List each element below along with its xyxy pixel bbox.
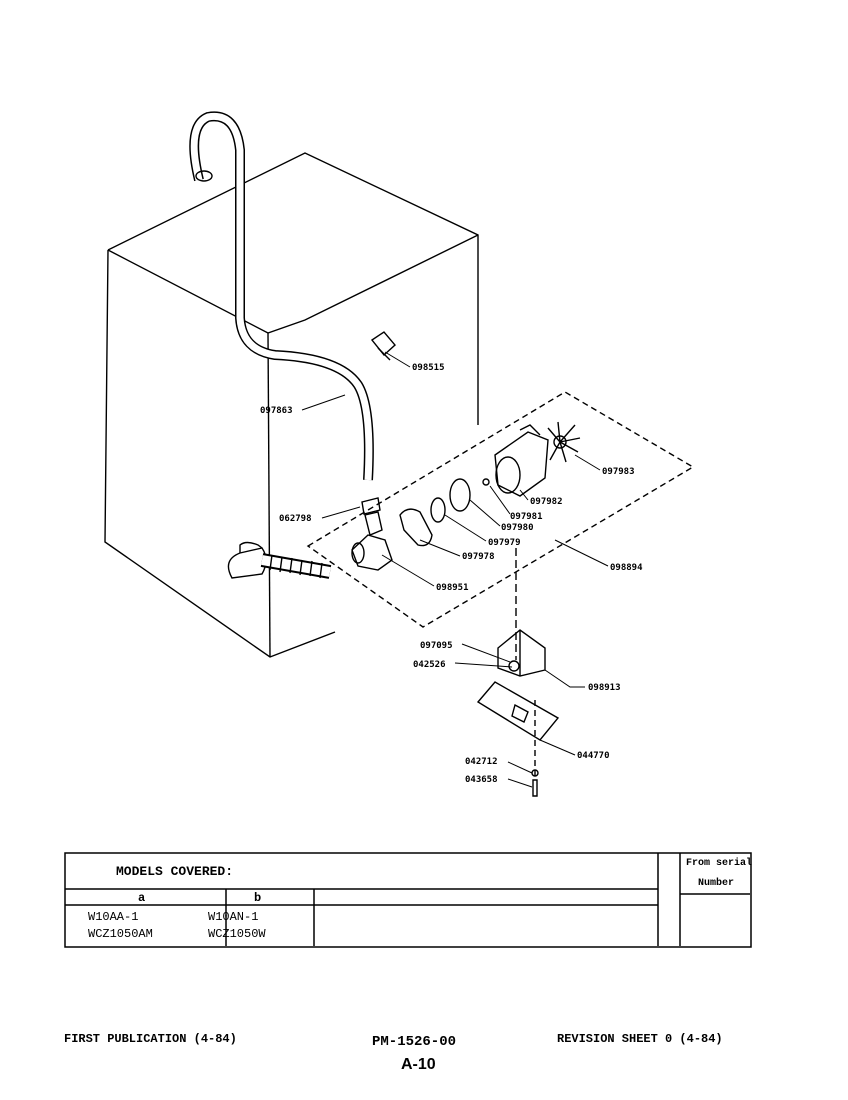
revision-sheet: REVISION SHEET 0 (4-84) <box>557 1032 723 1046</box>
svg-text:097095: 097095 <box>420 641 453 651</box>
page-number: A-10 <box>401 1056 436 1073</box>
impeller-seal <box>430 497 446 523</box>
part-label: 097978 <box>462 552 495 562</box>
table-grid <box>64 852 752 948</box>
model-a-2: WCZ1050AM <box>88 927 153 941</box>
svg-text:043658: 043658 <box>465 775 498 785</box>
svg-text:097978: 097978 <box>462 552 495 562</box>
svg-text:042526: 042526 <box>413 660 446 670</box>
part-label: 044770 <box>577 751 610 761</box>
pump-motor <box>494 424 549 497</box>
first-publication: FIRST PUBLICATION (4-84) <box>64 1032 237 1046</box>
from-serial-number-label: Number <box>698 878 735 889</box>
model-a-1: W10AA-1 <box>88 910 139 924</box>
mount-screw <box>532 779 538 797</box>
model-b-2: WCZ1050W <box>208 927 266 941</box>
part-label: 097095 <box>420 641 453 651</box>
part-label: 097980 <box>501 523 534 533</box>
exploded-parts-diagram: 098515 097863 097983 097982 097981 09798… <box>104 111 695 797</box>
svg-text:097863: 097863 <box>260 406 293 416</box>
svg-text:097979: 097979 <box>488 538 521 548</box>
svg-text:097983: 097983 <box>602 467 635 477</box>
leader-lines <box>301 351 609 788</box>
part-label: 097982 <box>530 497 563 507</box>
column-b-header: b <box>254 891 262 905</box>
pump-gasket <box>399 508 433 547</box>
part-label: 043658 <box>465 775 498 785</box>
pm-number: PM-1526-00 <box>372 1034 457 1050</box>
svg-text:097982: 097982 <box>530 497 563 507</box>
svg-text:098951: 098951 <box>436 583 469 593</box>
svg-text:097980: 097980 <box>501 523 534 533</box>
washer-cabinet <box>104 152 479 658</box>
svg-text:042712: 042712 <box>465 757 498 767</box>
svg-text:098894: 098894 <box>610 563 643 573</box>
models-title: MODELS COVERED: <box>116 864 234 879</box>
svg-text:098515: 098515 <box>412 363 445 373</box>
part-label: 098913 <box>588 683 621 693</box>
part-label: 097979 <box>488 538 521 548</box>
part-label: 042712 <box>465 757 498 767</box>
part-label: 097981 <box>510 512 543 522</box>
part-label: 098515 <box>412 363 445 373</box>
part-label: 097863 <box>260 406 293 416</box>
svg-text:044770: 044770 <box>577 751 610 761</box>
pump-housing <box>351 497 393 571</box>
hose-clip <box>370 331 396 361</box>
part-label: 097983 <box>602 467 635 477</box>
pump-outlet-hose <box>227 541 332 579</box>
seal-washer <box>449 478 471 512</box>
part-labels: 098515 097863 097983 097982 097981 09798… <box>260 363 643 785</box>
part-label: 042526 <box>413 660 446 670</box>
motor-fan <box>547 421 581 463</box>
motor-bracket <box>497 629 546 677</box>
drain-hose <box>189 111 374 481</box>
column-a-header: a <box>138 891 146 905</box>
part-label: 098951 <box>436 583 469 593</box>
from-serial-label: From serial <box>686 858 753 869</box>
model-b-1: W10AN-1 <box>208 910 259 924</box>
svg-text:062798: 062798 <box>279 514 312 524</box>
models-covered-table: MODELS COVERED: From serial Number a b W… <box>64 852 752 948</box>
pump-screw <box>482 478 490 486</box>
part-label: 062798 <box>279 514 312 524</box>
part-label: 098894 <box>610 563 643 573</box>
base-plate <box>476 681 560 741</box>
bracket-nut <box>508 660 520 672</box>
svg-text:097981: 097981 <box>510 512 543 522</box>
svg-text:098913: 098913 <box>588 683 621 693</box>
